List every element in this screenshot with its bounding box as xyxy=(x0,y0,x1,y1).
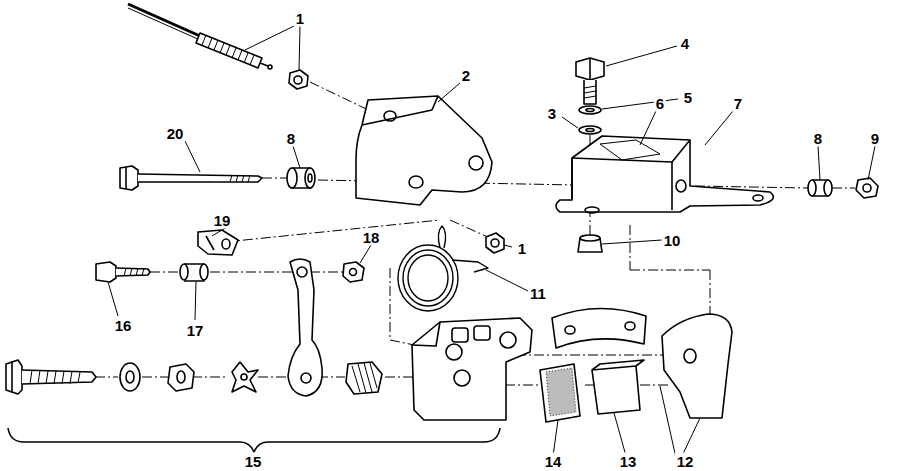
callout-number: 5 xyxy=(682,89,694,106)
callout-number: 11 xyxy=(528,285,548,302)
callout-number: 7 xyxy=(732,95,744,112)
callout-number: 2 xyxy=(460,67,472,84)
callout-number: 17 xyxy=(185,322,206,339)
callout-number: 4 xyxy=(679,35,691,52)
callout-number: 19 xyxy=(212,212,233,229)
callout-number: 13 xyxy=(618,452,639,469)
callout-number: 18 xyxy=(361,229,382,246)
callout-number: 1 xyxy=(294,10,306,27)
callout-number: 15 xyxy=(243,452,264,469)
callout-number: 20 xyxy=(165,125,186,142)
callout-number: 1 xyxy=(516,240,528,257)
callout-number: 3 xyxy=(546,105,558,122)
callout-number: 16 xyxy=(113,317,134,334)
callout-number: 12 xyxy=(675,452,696,469)
callout-number: 6 xyxy=(654,95,666,112)
callout-number: 14 xyxy=(543,452,564,469)
callout-number: 9 xyxy=(869,130,881,147)
callout-number: 8 xyxy=(285,130,297,147)
callout-number: 8 xyxy=(812,130,824,147)
callout-number: 10 xyxy=(662,232,683,249)
